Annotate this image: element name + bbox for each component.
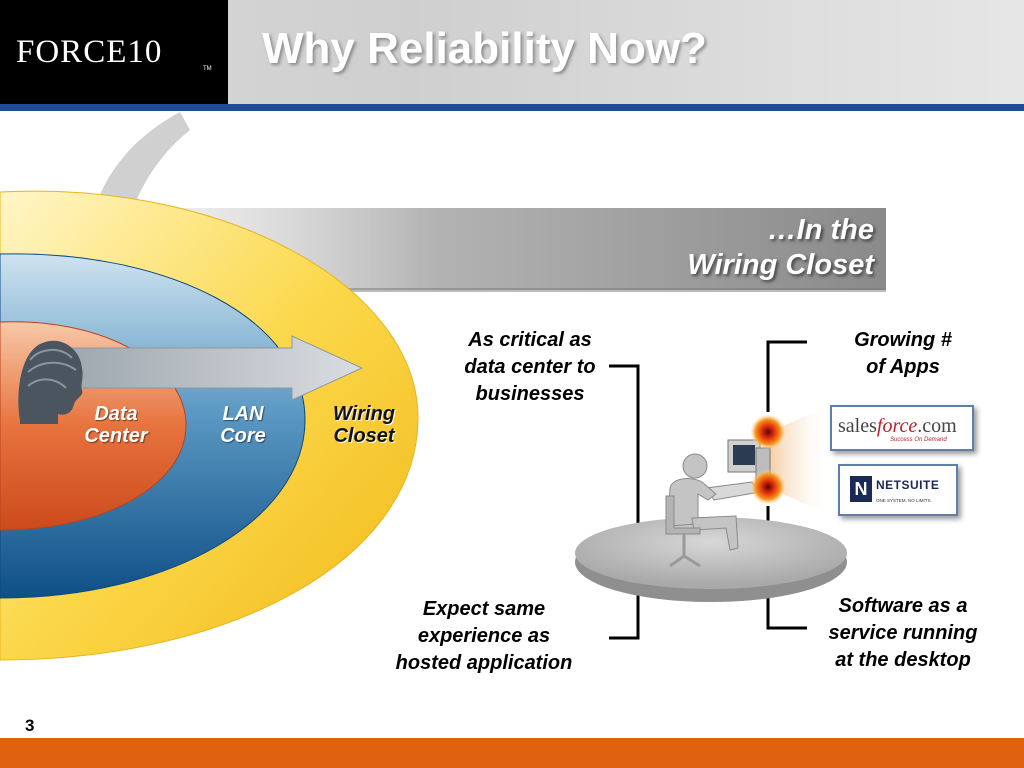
slide-header: FORCE10 TM Why Reliability Now? bbox=[0, 0, 1024, 111]
label-line: Closet bbox=[333, 425, 395, 447]
banner-line: Wiring Closet bbox=[687, 249, 874, 281]
label-line: Data bbox=[94, 403, 138, 425]
callout-line: at the desktop bbox=[835, 649, 971, 671]
flow-arrow bbox=[47, 335, 364, 401]
label-wiring-closet: Wiring Closet bbox=[316, 403, 412, 447]
callout-line: service running bbox=[828, 622, 978, 644]
logo-trademark: TM bbox=[203, 66, 212, 72]
callout-line: hosted application bbox=[395, 652, 573, 674]
wordmark-part: .com bbox=[917, 415, 957, 437]
netsuite-tagline: ONE SYSTEM. NO LIMITS. bbox=[876, 498, 932, 503]
label-lan-core: LAN Core bbox=[198, 403, 288, 447]
salesforce-tagline: Success On Demand bbox=[890, 437, 947, 443]
banner-heading: …In the Wiring Closet bbox=[687, 213, 874, 283]
salesforce-wordmark: salesforce.com bbox=[838, 415, 957, 438]
desktop-glow-icon bbox=[750, 469, 786, 505]
callout-critical: As critical as data center to businesses bbox=[440, 327, 620, 408]
netsuite-wordmark: NETSUITE bbox=[876, 478, 940, 492]
callout-line: Software as a bbox=[838, 595, 968, 617]
logo-text: FORCE10 bbox=[16, 34, 163, 70]
callout-expect-experience: Expect same experience as hosted applica… bbox=[378, 596, 590, 677]
app-glow-icon bbox=[750, 414, 786, 450]
label-data-center: Data Center bbox=[66, 403, 166, 447]
callout-line: As critical as bbox=[468, 329, 592, 351]
netsuite-logo: N NETSUITE ONE SYSTEM. NO LIMITS. bbox=[838, 464, 958, 516]
force10-logo: FORCE10 TM bbox=[0, 0, 228, 106]
callout-line: data center to bbox=[464, 356, 596, 378]
salesforce-logo: salesforce.com Success On Demand bbox=[830, 405, 974, 451]
label-line: Core bbox=[220, 425, 266, 447]
label-line: LAN bbox=[222, 403, 264, 425]
callout-line: businesses bbox=[475, 383, 585, 405]
head-icon bbox=[18, 340, 83, 424]
netsuite-mark-icon: N bbox=[850, 476, 872, 502]
footer-bar bbox=[0, 738, 1024, 768]
page-number: 3 bbox=[25, 716, 35, 735]
label-line: Wiring bbox=[332, 403, 396, 425]
callout-line: experience as bbox=[417, 625, 551, 647]
wordmark-part: force bbox=[876, 415, 918, 437]
callout-line: Expect same bbox=[422, 598, 546, 620]
callout-line: of Apps bbox=[866, 356, 940, 378]
callout-line: Growing # bbox=[854, 329, 952, 351]
banner-line: …In the bbox=[767, 214, 874, 246]
callout-growing-apps: Growing # of Apps bbox=[818, 327, 988, 381]
person-icon bbox=[665, 453, 739, 568]
header-divider bbox=[0, 104, 1024, 111]
slide-title: Why Reliability Now? bbox=[262, 24, 707, 73]
callout-saas: Software as a service running at the des… bbox=[808, 593, 998, 674]
label-line: Center bbox=[84, 425, 148, 447]
wordmark-part: sales bbox=[838, 415, 877, 437]
